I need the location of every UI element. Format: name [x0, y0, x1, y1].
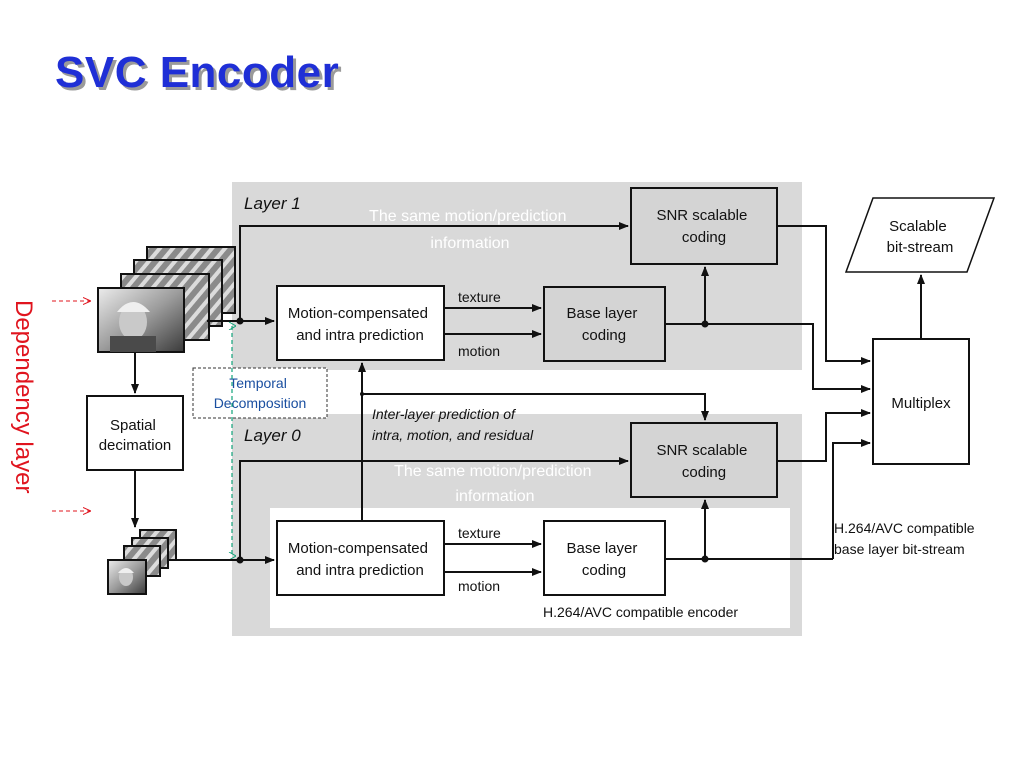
layer1-base-layer-block — [543, 286, 666, 362]
layer0-snr-label: SNR scalable coding — [656, 442, 751, 481]
layer0-motion-label: motion — [458, 578, 500, 594]
layer1-texture-label: texture — [458, 289, 501, 305]
dependency-layer-label: Dependency layer — [10, 300, 37, 494]
layer1-snr-block — [630, 187, 778, 265]
layer1-motion-compensated-block — [276, 285, 445, 361]
temporal-decomposition-box — [192, 367, 328, 419]
interlayer-prediction-label: Inter-layer prediction of intra, motion,… — [372, 406, 534, 443]
layer0-motion-compensated-block — [276, 520, 445, 596]
layer1-base-layer-label: Base layer coding — [566, 305, 641, 344]
layer1-label: Layer 1 — [244, 194, 301, 213]
layer1-connectors — [207, 222, 925, 393]
spatial-decimation-block — [86, 395, 184, 471]
layer0-base-layer-label: Base layer coding — [566, 540, 641, 579]
layer1-motion-label: motion — [458, 343, 500, 359]
spatial-decimation-label: Spatial decimation — [99, 417, 172, 454]
multiplex-label: Multiplex — [891, 395, 951, 412]
layer1-snr-label: SNR scalable coding — [656, 207, 751, 246]
layer1-frame-stack — [97, 246, 236, 353]
slide-title: SVC Encoder — [55, 48, 340, 97]
layer0-motion-compensated-label: Motion-compensated and intra prediction — [288, 540, 432, 579]
layer0-snr-block — [630, 422, 778, 498]
scalable-bitstream-shape — [844, 197, 996, 273]
layer0-label: Layer 0 — [244, 426, 301, 445]
same-motion-note-layer1: The same motion/prediction information — [369, 208, 571, 252]
h264-encoder-label: H.264/AVC compatible encoder — [543, 604, 738, 620]
multiplex-block — [872, 338, 970, 465]
h264-bitstream-label: H.264/AVC compatible base layer bit-stre… — [834, 520, 978, 557]
scalable-bitstream-label: Scalable bit-stream — [887, 218, 954, 256]
layer0-connectors — [131, 352, 871, 576]
layer0-texture-label: texture — [458, 525, 501, 541]
temporal-decomposition-label: Temporal Decomposition — [214, 375, 307, 411]
layer0-base-layer-block — [543, 520, 666, 596]
layer0-frame-stack — [107, 529, 177, 595]
same-motion-note-layer0: The same motion/prediction information — [394, 463, 596, 505]
layer1-motion-compensated-label: Motion-compensated and intra prediction — [288, 305, 432, 344]
